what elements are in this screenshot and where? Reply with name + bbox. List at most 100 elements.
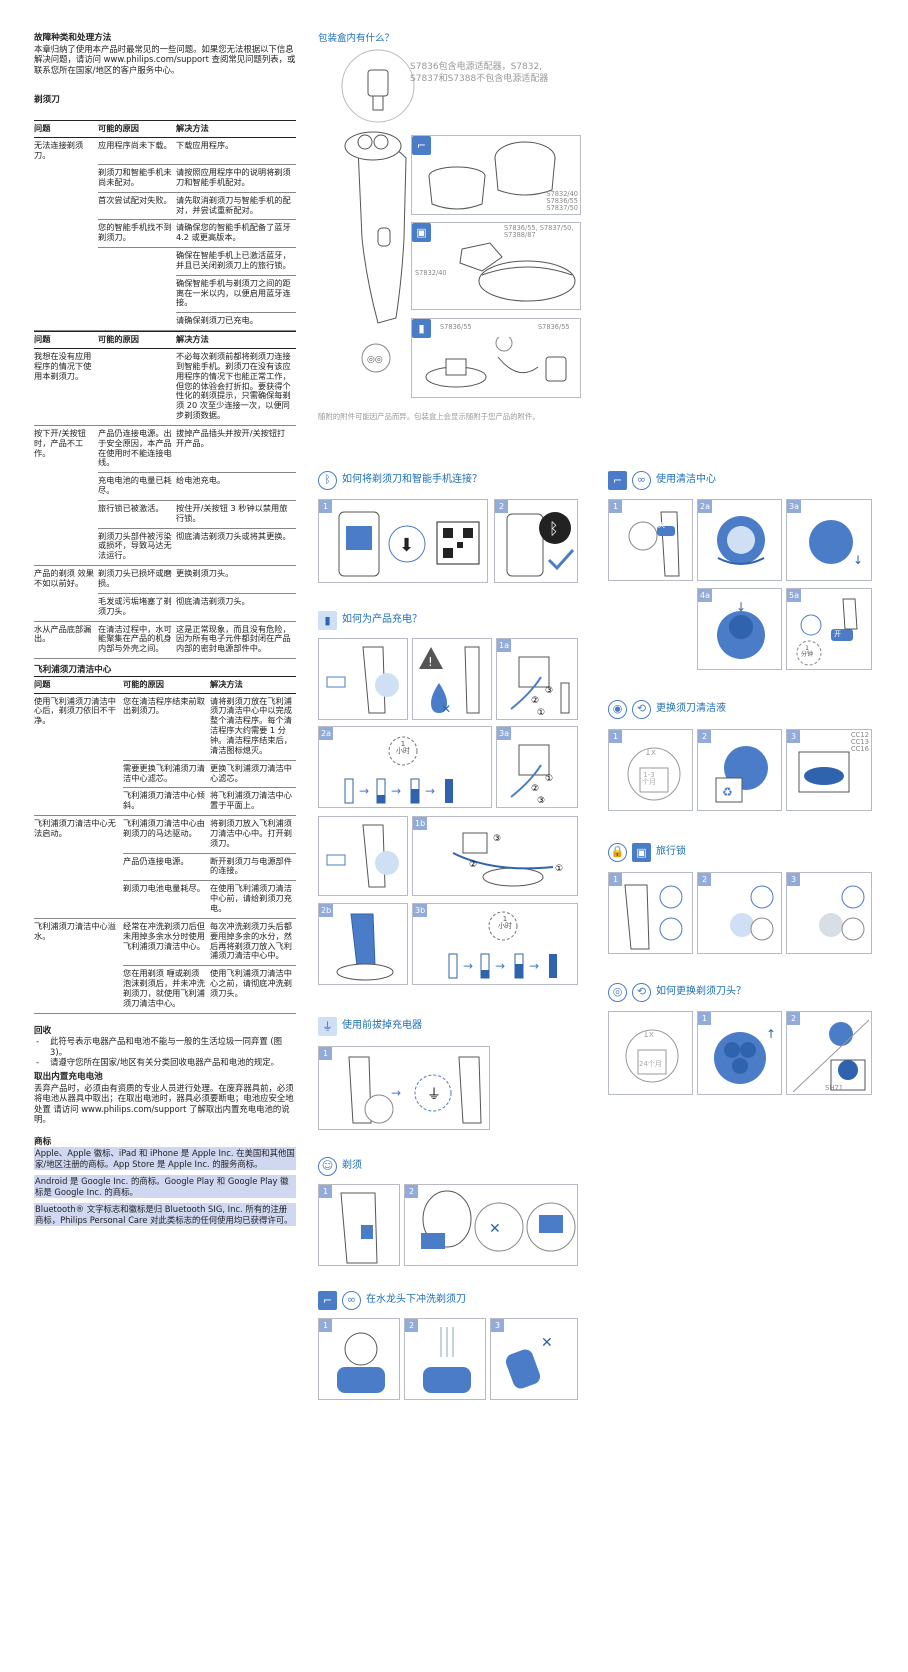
- charge-step-3b: 3b →→→ 1 小时: [412, 903, 578, 985]
- cell-cause: 您在清洁程序结束前取出剃须刀。: [123, 693, 210, 761]
- calendar-illustration: [625, 1029, 679, 1083]
- col-cause: 可能的原因: [98, 331, 176, 349]
- new-cartridge-illustration: [798, 751, 850, 793]
- off-label: 关: [658, 521, 665, 529]
- cell-solution: 请将剃须刀放在飞利浦须刀清洁中心中以完成整个清洁程序。每个清洁程序大约需要 1 …: [210, 693, 296, 761]
- cell-cause: 您在用剃须 喱或剃须泡沫剃须后，并未冲洗剃须刀，就使用飞利浦须刀清洁中心。: [123, 965, 210, 1014]
- section-heads-title: ◎ ⟲ 如何更换剃须刀头？: [608, 983, 746, 1002]
- rinse-step-2: 2: [404, 1318, 486, 1400]
- charge-warning: !✕: [412, 638, 492, 720]
- step-number: 2: [495, 500, 508, 513]
- charge-step-2a: 2a →→→ 1 小时: [318, 726, 492, 808]
- svg-text:!: !: [428, 655, 433, 669]
- cell-solution: 将飞利浦须刀清洁中心置于平面上。: [210, 787, 296, 817]
- table-row: 请确保剃须刀已充电。: [34, 312, 296, 332]
- table-row: 确保智能手机与剃须刀之间的距离在一米以内，以便启用蓝牙连接。: [34, 275, 296, 314]
- svg-text:②: ②: [531, 784, 539, 794]
- unplug-illustration: ①②③: [510, 744, 553, 805]
- models-b: S7836/55, S7837/50, S7388/87: [504, 224, 574, 239]
- on-label: 开: [834, 630, 841, 638]
- cell-cause: 飞利浦须刀清洁中心倾斜。: [123, 787, 210, 817]
- cell-solution: 给电池充电。: [176, 472, 296, 501]
- svg-text:③: ③: [493, 834, 501, 844]
- cell-cause: 产品仍连接电源。: [123, 853, 210, 882]
- cleaning-center-table: 问题 可能的原因 解决方法 使用飞利浦须刀清洁中心后，剃须刀依旧不干净。您在清洁…: [34, 675, 296, 1014]
- cell-solution: 更换飞利浦须刀清洁中心滤芯。: [210, 760, 296, 789]
- accessories-footnote: 随附的附件可能因产品而异。包装盒上会显示随附于您产品的附件。: [318, 412, 540, 421]
- cell-solution: 确保在智能手机上已激活蓝牙，并且已关闭剃须刀上的旅行锁。: [176, 247, 296, 276]
- power-adapter-illustration: [341, 49, 415, 123]
- step-number: 2: [787, 1012, 800, 1025]
- svg-text:③: ③: [537, 796, 545, 805]
- cell-cause: [98, 348, 176, 426]
- cell-cause: 毛发或污垢堵塞了剃须刀头。: [98, 593, 176, 622]
- rinse-step-1: 1: [318, 1318, 400, 1400]
- table-row: 需要更换飞利浦须刀清洁中心滤芯。更换飞利浦须刀清洁中心滤芯。: [34, 760, 296, 789]
- cell-problem: 无法连接剃须刀。: [34, 139, 84, 160]
- section-charge-title: ▮ 如何为产品充电？: [318, 611, 422, 630]
- heads-interval: 1x 24个月: [608, 1011, 693, 1095]
- svg-text:→: →: [359, 784, 369, 798]
- cell-cause: 充电电池的电量已耗尽。: [98, 472, 176, 501]
- cell-problem: [34, 500, 98, 528]
- section-label: 更换须刀清洁液: [656, 703, 726, 715]
- clean-run-illustration: [796, 598, 858, 666]
- year-label: 24个月: [639, 1060, 662, 1068]
- table-row: 我想在没有应用程序的情况下使用本剃须刀。不必每次剃须前都将剃须刀连接到智能手机。…: [34, 348, 296, 426]
- unplug-before-use-illustration: →⏚: [348, 1056, 482, 1124]
- head-code: SH71: [825, 1084, 844, 1092]
- models-c: S7832/40: [415, 269, 447, 277]
- cell-solution: 彻底清洁剃须刀头。: [176, 593, 296, 622]
- cell-solution: 请确保剃须刀已充电。: [176, 312, 296, 332]
- svg-text:②: ②: [531, 696, 539, 706]
- cell-problem: [34, 965, 123, 1014]
- cell-cause: 剃须刀头部件被污染或损坏，导致马达无法运行。: [98, 528, 176, 567]
- table-row: 充电电池的电量已耗尽。给电池充电。: [34, 472, 296, 501]
- cell-solution: 断开剃须刀与电源部件的连接。: [210, 853, 296, 882]
- rinse-head-illustration: [337, 1332, 385, 1393]
- fluid-step-3: 3 CC12 CC13 CC16: [786, 729, 872, 811]
- section-shave-title: ☺ 剃须: [318, 1157, 362, 1176]
- cleaning-icon: ∞: [342, 1291, 361, 1310]
- svg-text:⬇: ⬇: [399, 535, 414, 556]
- faucet-icon: ⌐: [318, 1291, 337, 1310]
- step-number: 1: [319, 1047, 332, 1060]
- col-cause: 可能的原因: [98, 119, 176, 138]
- connect-step-2: 2 ᛒ: [494, 499, 578, 583]
- times-label: 1x: [645, 748, 657, 758]
- cell-problem: [34, 473, 98, 501]
- trademark-apple: Apple、Apple 徽标、iPad 和 iPhone 是 Apple Inc…: [34, 1147, 296, 1171]
- cell-problem: [34, 248, 98, 276]
- svg-text:①: ①: [555, 864, 563, 874]
- table-row: 无法连接剃须刀。应用程序尚未下载。下载应用程序。: [34, 137, 296, 166]
- section-label: 如何将剃须刀和智能手机连接？: [342, 474, 482, 486]
- travel-case-illustration: [459, 242, 576, 302]
- svg-text:→: →: [529, 959, 539, 973]
- step-number: 1: [609, 873, 622, 886]
- unplug-step-1: 1 →⏚: [318, 1046, 490, 1130]
- recycle-heading: 回收: [34, 1025, 52, 1036]
- bluetooth-icon: ᛒ: [318, 471, 337, 490]
- trademarks-heading: 商标: [34, 1136, 52, 1147]
- cell-problem: 按下开/关按钮时，产品不工作。: [34, 427, 86, 458]
- plug-icon: ⏚: [318, 1017, 337, 1036]
- cell-problem: [34, 528, 98, 567]
- battery-icon: ▮: [412, 319, 431, 338]
- models-e: S7836/55: [538, 323, 570, 331]
- col-solution: 解决方法: [176, 331, 296, 349]
- section-label: 使用清洁中心: [656, 474, 716, 486]
- section-label: 如何为产品充电？: [342, 614, 422, 626]
- suitcase-icon: ▣: [412, 223, 431, 242]
- shaver-illustration: ◎◎: [344, 131, 407, 373]
- section-label: 如何更换剃须刀头？: [656, 986, 746, 998]
- cell-solution: 在使用飞利浦须刀清洁中心前，请给剃须刀充电。: [210, 880, 296, 919]
- svg-text:↑: ↑: [766, 1027, 776, 1041]
- times-label: 1x: [643, 1030, 655, 1040]
- col-problem: 问题: [34, 331, 98, 349]
- cell-cause: 剃须刀电池电量耗尽。: [123, 880, 210, 919]
- lock-step-3: 3: [786, 872, 872, 954]
- table-row: 产品仍连接电源。断开剃须刀与电源部件的连接。: [34, 853, 296, 882]
- step-number: 3: [787, 873, 800, 886]
- col-cause: 可能的原因: [123, 675, 210, 694]
